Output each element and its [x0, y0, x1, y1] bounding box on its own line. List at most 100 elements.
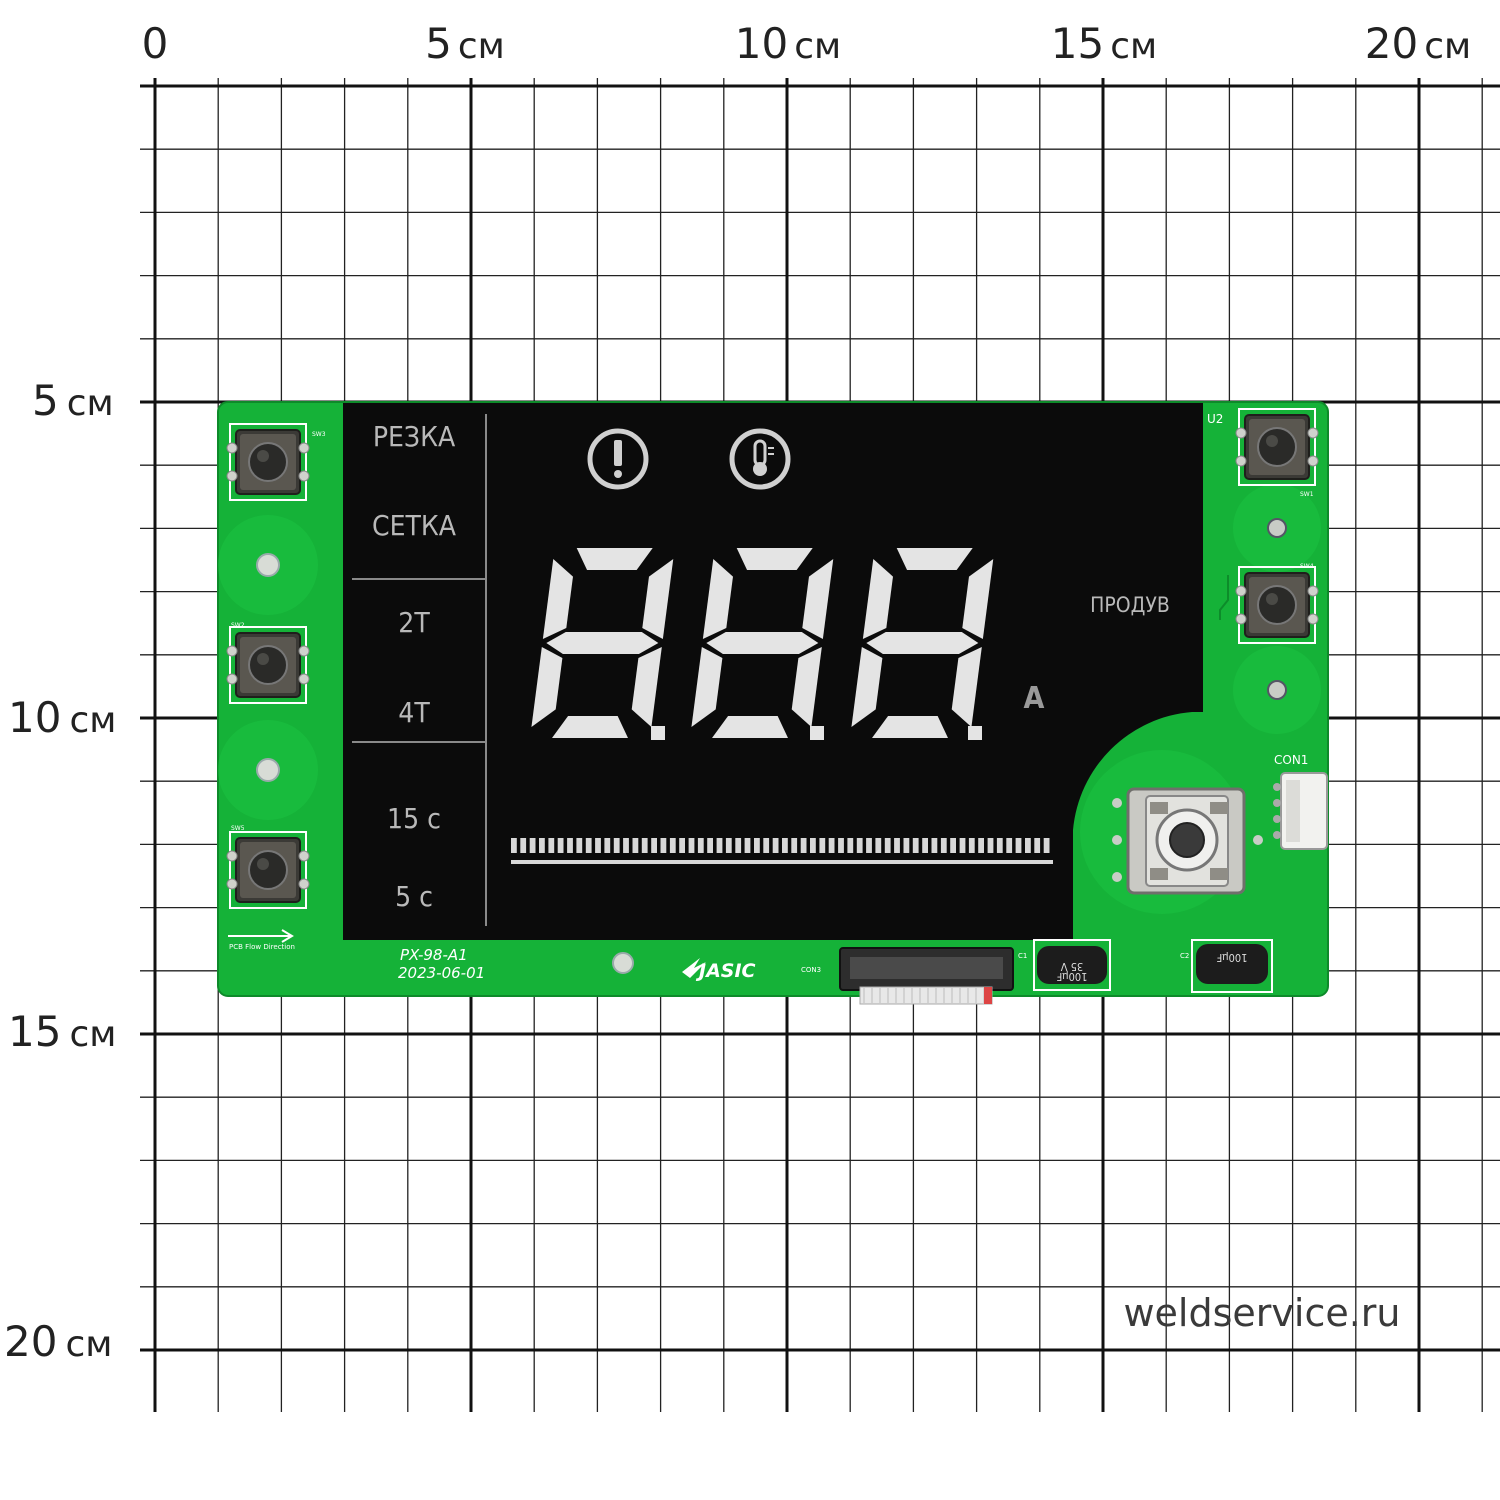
- watermark: weldservice.ru: [1123, 1291, 1400, 1335]
- bar-segment: [912, 838, 919, 853]
- bar-segment: [529, 838, 536, 853]
- bar-segment: [866, 838, 872, 853]
- bar-segment: [763, 838, 770, 853]
- bar-segment: [931, 838, 938, 853]
- bar-segment: [604, 838, 611, 853]
- bar-segment: [744, 838, 751, 853]
- jasic-logo: JASIC: [695, 960, 756, 982]
- sw1-label: SW1: [1300, 491, 1314, 498]
- mounting-holes: [256, 518, 1287, 974]
- digit-2-segment-b: [802, 559, 834, 639]
- switch-sw3[interactable]: [226, 423, 310, 501]
- digit-3-segment-b: [962, 559, 994, 639]
- bar-segment: [585, 838, 592, 853]
- digit-2-segment-d: [712, 716, 788, 738]
- digit-1-segment-f: [542, 559, 573, 639]
- switch-sw2[interactable]: [226, 626, 310, 704]
- bar-segment: [735, 838, 742, 853]
- pcb-date-label: 2023-06-01: [398, 964, 485, 982]
- arrow-right-icon: [228, 929, 294, 943]
- bar-segment: [716, 838, 723, 853]
- bar-segment: [539, 838, 545, 853]
- pcb-board: РЕЗКА СЕТКА 2T 4T 15 с 5 с ПРОДУВ A: [217, 401, 1329, 1005]
- bar-segment: [623, 838, 629, 853]
- switch-sw5[interactable]: [226, 831, 310, 909]
- digit-1-segment-b: [642, 559, 674, 639]
- sw4-label: SW4: [1300, 563, 1314, 570]
- bar-segment: [772, 838, 779, 853]
- switch-sw1[interactable]: [1235, 408, 1319, 486]
- digit-2-segment-g: [706, 632, 819, 654]
- svg-text:100μF: 100μF: [1056, 970, 1087, 983]
- bar-segment: [1025, 838, 1031, 853]
- digit-3-segment-g: [866, 632, 979, 654]
- bar-segment: [959, 838, 966, 853]
- warning-icon: [587, 428, 649, 490]
- bar-segment: [791, 838, 798, 853]
- sw2-label: SW2: [231, 622, 245, 629]
- label-purge: ПРОДУВ: [1090, 593, 1170, 617]
- label-4t: 4T: [398, 696, 430, 729]
- bar-segment: [697, 838, 704, 853]
- pcb-trace: [1219, 575, 1229, 620]
- sw5-label: SW5: [231, 825, 245, 832]
- bar-segment: [707, 838, 713, 853]
- bar-segment: [875, 838, 882, 853]
- thermometer-icon: [729, 428, 791, 490]
- digit-1-segment-e: [531, 647, 563, 727]
- switch-sw4[interactable]: [1235, 566, 1319, 644]
- digit-3-segment-d: [872, 716, 948, 738]
- encoder-knob[interactable]: [1112, 787, 1263, 895]
- digit-3-segment-a: [896, 548, 973, 570]
- ruler-top-label-0: 0: [142, 19, 169, 68]
- bar-segment: [894, 838, 900, 853]
- bar-baseline: [511, 860, 1053, 864]
- bar-segment: [660, 838, 667, 853]
- lcd-display: [343, 403, 1203, 940]
- bar-segment: [1043, 838, 1050, 853]
- label-cut-mode: РЕЗКА: [373, 420, 456, 453]
- bar-segment: [856, 838, 863, 853]
- bar-segment: [978, 838, 984, 853]
- con1-connector: [1273, 772, 1328, 850]
- pcb-model-label: PX-98-A1: [400, 946, 468, 964]
- bar-segment: [987, 838, 994, 853]
- tactile-switches: [226, 408, 1319, 909]
- svg-text:35 V: 35 V: [1061, 960, 1084, 973]
- digit-1-segment-c: [631, 647, 662, 727]
- digit-2-segment-e: [691, 647, 723, 727]
- digit-2-segment-f: [702, 559, 733, 639]
- bar-segment: [576, 838, 583, 853]
- u2-label: U2: [1207, 412, 1223, 426]
- bar-segment: [520, 838, 527, 853]
- label-2t: 2T: [398, 606, 430, 639]
- bar-segment: [613, 838, 620, 853]
- capacitor-c1: 35 V 100μF: [1033, 939, 1111, 991]
- digit-2-segment-a: [736, 548, 813, 570]
- bar-segment: [940, 838, 947, 853]
- bar-segment: [688, 838, 695, 853]
- con3-label: CON3: [801, 966, 821, 974]
- capacitor-c2: 100μF: [1191, 939, 1273, 993]
- bar-segment: [641, 838, 648, 853]
- bar-segment: [800, 838, 807, 853]
- bar-segment: [968, 838, 975, 853]
- bar-segment: [1015, 838, 1022, 853]
- lcd-dividers: [352, 414, 487, 926]
- bar-segment: [679, 838, 685, 853]
- bar-segment: [511, 838, 517, 853]
- label-15s: 15 с: [387, 802, 441, 835]
- digit-2-segment-c: [791, 647, 822, 727]
- digit-3-segment-f: [862, 559, 893, 639]
- bar-segment: [884, 838, 891, 853]
- con3-connector: [839, 947, 1014, 1005]
